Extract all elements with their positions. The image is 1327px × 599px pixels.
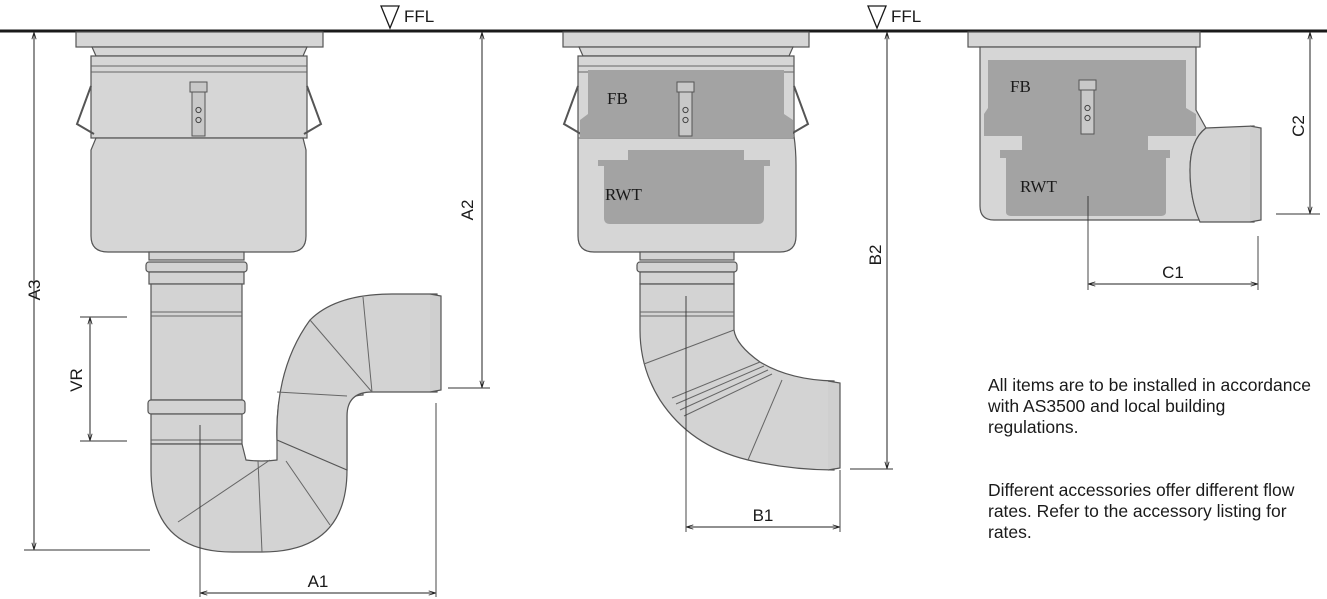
grate-top (967, 31, 1201, 48)
grate-flange (91, 46, 308, 57)
clip-hole (1084, 104, 1091, 112)
grate-top (562, 31, 810, 48)
dim-vr-label: VR (67, 368, 86, 392)
side-outlet-drawing: FB RWT (967, 31, 1262, 223)
handle-left (75, 85, 95, 135)
ffl-label: FFL (891, 7, 921, 26)
outlet-rib (636, 261, 738, 273)
residual-water-trap (598, 150, 770, 224)
riser-pipe (150, 283, 243, 401)
part-rwt-label: RWT (1020, 177, 1057, 196)
dim-b1-label: B1 (753, 506, 774, 525)
flow-rate-note: Different accessories offer different fl… (988, 480, 1295, 542)
clip-hole (195, 106, 202, 114)
clip-top (1078, 79, 1097, 91)
ffl-triangle-icon (867, 5, 887, 30)
gooseneck (276, 293, 438, 471)
clip-hole (682, 116, 689, 124)
ffl-triangle-icon (380, 5, 400, 30)
dim-b2-label: B2 (866, 245, 885, 266)
clip-body (191, 91, 206, 137)
clip-top (189, 81, 208, 93)
outlet-collar (639, 251, 735, 261)
clip-body (678, 91, 693, 137)
dim-c2-label: C2 (1289, 115, 1308, 137)
part-rwt-label: RWT (605, 185, 642, 204)
clip-hole (682, 106, 689, 114)
installation-note: All items are to be installed in accorda… (988, 375, 1311, 437)
body-lower (90, 137, 307, 253)
bend-pipe (639, 283, 835, 471)
side-outlet-pipe (1189, 125, 1255, 223)
outlet-spigot (1249, 125, 1262, 223)
pipe-rib (147, 399, 246, 415)
ffl-marker-left: FFL (380, 5, 434, 30)
outlet-rib (145, 261, 248, 273)
grate-top (75, 31, 324, 48)
ffl-marker-right: FFL (867, 5, 921, 30)
part-fb-label: FB (607, 89, 628, 108)
clip-top (676, 81, 695, 93)
dim-a3-label: A3 (25, 280, 44, 301)
ffl-label: FFL (404, 7, 434, 26)
outlet-collar (148, 251, 245, 261)
outlet-spigot (429, 293, 442, 393)
residual-water-trap (1000, 136, 1170, 216)
part-fb-label: FB (1010, 77, 1031, 96)
outlet-spigot (827, 380, 841, 471)
clip-hole (195, 116, 202, 124)
handle-right (790, 85, 810, 135)
handle-right (303, 85, 323, 135)
outlet-collar (639, 271, 735, 285)
p-bend-dimensions: B2 B1 (685, 33, 893, 532)
clip-hole (1084, 114, 1091, 122)
grate-flange (578, 46, 794, 57)
clip-body (1080, 89, 1095, 135)
dim-a2-label: A2 (458, 200, 477, 221)
s-trap-dimensions: A3 A2 VR A1 (24, 33, 490, 597)
outlet-collar (148, 271, 245, 285)
s-trap-drawing (75, 31, 442, 553)
riser-lower (150, 413, 243, 445)
p-bend-drawing: FB RWT (562, 31, 841, 471)
side-outlet-dimensions: C2 C1 (1087, 33, 1320, 290)
dim-c1-label: C1 (1162, 263, 1184, 282)
dim-a1-label: A1 (308, 572, 329, 591)
handle-left (562, 85, 582, 135)
